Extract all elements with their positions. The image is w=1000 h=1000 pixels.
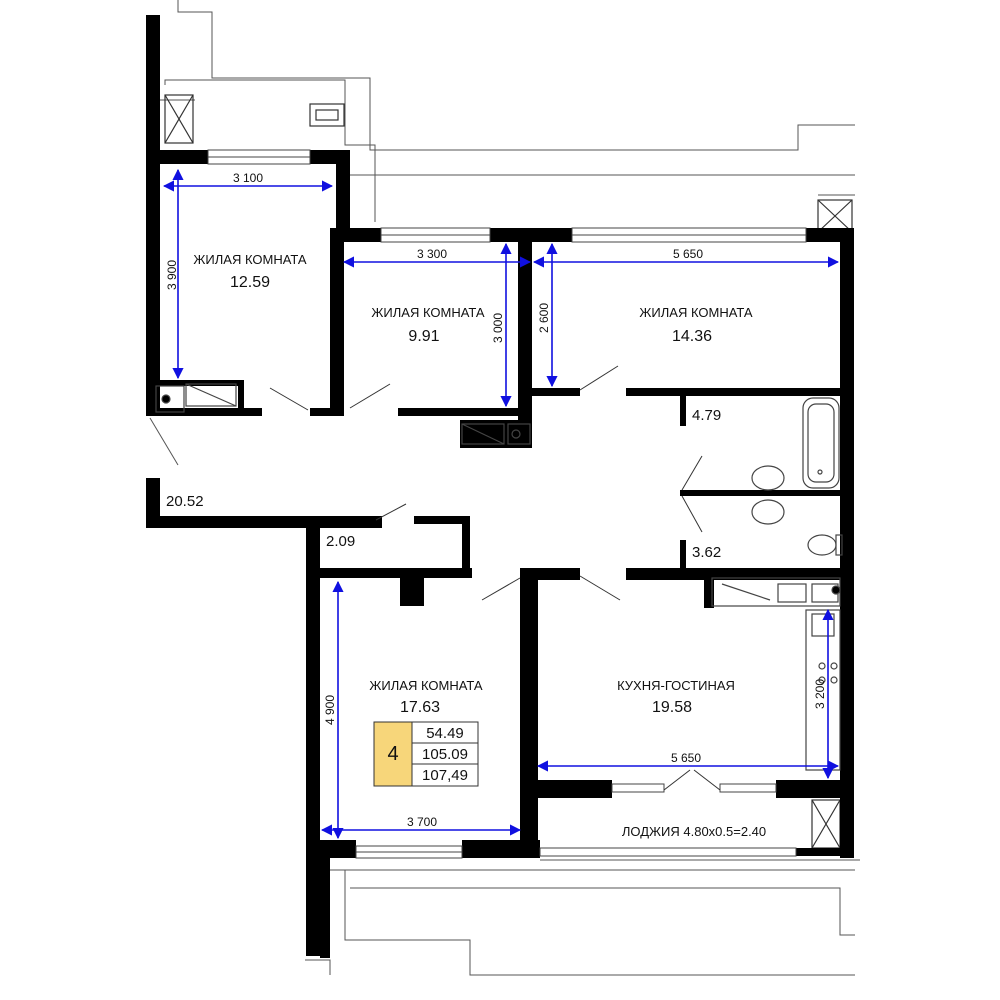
dim-r1-width: 3 100 (233, 171, 263, 185)
legend-rooms-count: 4 (387, 743, 398, 765)
legend-living-area: 54.49 (426, 725, 464, 742)
dimension-lines (162, 168, 840, 840)
room-area: 9.91 (408, 328, 439, 345)
room-area: 12.59 (230, 274, 270, 291)
building-outline (149, 0, 860, 976)
bathroom-area: 4.79 (692, 407, 721, 424)
room-label: ЖИЛАЯ КОМНАТА (369, 678, 482, 693)
area-legend: 4 54.49 105.09 107,49 (373, 721, 479, 787)
ventilation-shafts (164, 94, 853, 849)
dim-r3-width: 5 650 (673, 247, 703, 261)
room-label: ЖИЛАЯ КОМНАТА (193, 252, 306, 267)
toilet-area: 3.62 (692, 544, 721, 561)
dim-r2-height: 3 000 (491, 313, 505, 343)
room-label: ЖИЛАЯ КОМНАТА (371, 305, 484, 320)
legend-total-with-loggia: 107,49 (422, 767, 468, 784)
room-area: 14.36 (672, 328, 712, 345)
dim-r4-width: 3 700 (407, 815, 437, 829)
room-labels: ЖИЛАЯ КОМНАТА 12.59 ЖИЛАЯ КОМНАТА 9.91 Ж… (166, 252, 766, 839)
room-area: 19.58 (652, 699, 692, 716)
legend-total-area: 105.09 (422, 746, 468, 763)
hall-area: 20.52 (166, 493, 204, 510)
dim-r4-height: 4 900 (323, 695, 337, 725)
dim-r2-width: 3 300 (417, 247, 447, 261)
room-label: ЖИЛАЯ КОМНАТА (639, 305, 752, 320)
walls (146, 15, 854, 958)
legend-rooms-box (373, 721, 413, 787)
dim-r1-height: 3 900 (165, 260, 179, 290)
dim-kitchen-height: 3 200 (813, 679, 827, 709)
dimension-labels: 3 100 3 900 3 300 3 000 5 650 2 600 4 90… (165, 171, 827, 829)
storage-area: 2.09 (326, 533, 355, 550)
room-area: 17.63 (400, 699, 440, 716)
windows (207, 149, 807, 859)
doors (269, 365, 721, 791)
dim-r3-height: 2 600 (537, 303, 551, 333)
loggia-label: ЛОДЖИЯ 4.80х0.5=2.40 (622, 824, 766, 839)
dim-kitchen-width: 5 650 (671, 751, 701, 765)
room-label: КУХНЯ-ГОСТИНАЯ (617, 678, 735, 693)
